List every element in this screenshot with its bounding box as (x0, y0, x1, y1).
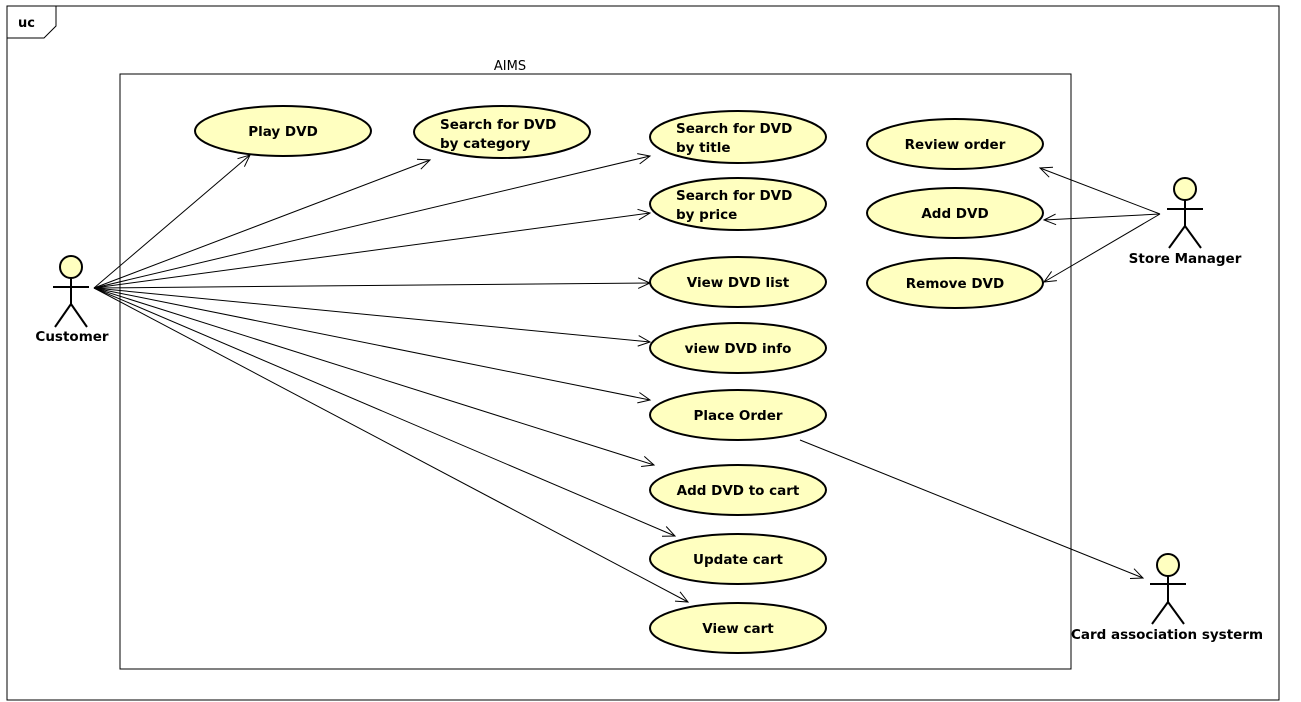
frame-tag-box (7, 6, 57, 39)
association-customer-to-search_category (93, 159, 431, 289)
actor-card-association-system[interactable]: Card association systerm (1071, 553, 1263, 643)
use-case-label: Place Order (693, 408, 782, 424)
arrowhead-icon (674, 591, 690, 603)
association-customer-to-search_price (93, 212, 651, 289)
actor-label: Store Manager (1129, 251, 1242, 267)
use-case-label-line1: Search for DVD (676, 121, 792, 137)
arrowhead-icon (1038, 166, 1054, 178)
arrowhead-icon (637, 208, 652, 221)
association-store_manager-to-add_dvd (1043, 213, 1161, 221)
use-case-search-by-category[interactable]: Search for DVD by category (413, 105, 591, 159)
actor-customer[interactable]: Customer (35, 255, 109, 345)
system-boundary (119, 73, 1072, 670)
association-store_manager-to-review_order (1039, 167, 1161, 215)
use-case-label: View DVD list (687, 275, 790, 291)
use-case-label: Play DVD (248, 124, 318, 140)
association-customer-to-place_order (93, 287, 651, 401)
use-case-search-by-price[interactable]: Search for DVD by price (649, 177, 827, 231)
use-case-label-line1: Search for DVD (676, 188, 792, 204)
arrowhead-icon (1042, 213, 1057, 226)
use-case-label-line2: by price (676, 207, 737, 223)
stick-figure-icon (53, 255, 89, 328)
arrowhead-icon (641, 456, 656, 467)
use-case-view-dvd-info[interactable]: view DVD info (649, 322, 827, 374)
use-case-update-cart[interactable]: Update cart (649, 533, 827, 585)
stick-figure-icon (1150, 553, 1186, 625)
use-case-label: View cart (702, 621, 774, 637)
use-case-view-cart[interactable]: View cart (649, 602, 827, 654)
use-case-label-line2: by title (676, 140, 730, 156)
association-customer-to-add_to_cart (93, 287, 655, 466)
use-case-label: Add DVD to cart (677, 483, 800, 499)
system-name: AIMS (494, 59, 526, 74)
actor-label: Customer (35, 329, 109, 345)
association-store_manager-to-remove_dvd (1043, 213, 1161, 283)
use-case-label: view DVD info (685, 341, 792, 357)
actor-store-manager[interactable]: Store Manager (1129, 177, 1242, 267)
use-case-label-line2: by category (440, 136, 530, 152)
stick-figure-icon (1167, 177, 1203, 249)
use-case-review-order[interactable]: Review order (866, 118, 1044, 170)
arrowhead-icon (1129, 568, 1145, 579)
use-case-add-dvd[interactable]: Add DVD (866, 187, 1044, 239)
association-place_order-to-card_system (799, 439, 1144, 579)
arrowhead-icon (416, 158, 432, 170)
arrowhead-icon (637, 392, 652, 404)
use-case-remove-dvd[interactable]: Remove DVD (866, 257, 1044, 309)
arrowhead-icon (1042, 271, 1057, 283)
association-customer-to-update_cart (93, 287, 676, 537)
association-customer-to-play_dvd (93, 154, 251, 289)
use-case-view-dvd-list[interactable]: View DVD list (649, 256, 827, 308)
use-case-label: Remove DVD (906, 276, 1004, 292)
use-case-label: Update cart (693, 552, 783, 568)
arrowhead-icon (637, 153, 652, 165)
use-case-play-dvd[interactable]: Play DVD (194, 105, 372, 157)
arrowhead-icon (637, 335, 652, 347)
association-customer-to-view_list (93, 282, 651, 289)
use-case-place-order[interactable]: Place Order (649, 389, 827, 441)
use-case-label: Review order (905, 137, 1006, 153)
association-customer-to-search_title (93, 155, 651, 289)
association-customer-to-view_cart (93, 287, 689, 603)
use-case-label-line1: Search for DVD (440, 117, 556, 133)
frame-tag: uc (18, 16, 35, 31)
use-case-search-by-title[interactable]: Search for DVD by title (649, 110, 827, 164)
arrowhead-icon (661, 526, 677, 537)
use-case-add-dvd-to-cart[interactable]: Add DVD to cart (649, 464, 827, 516)
use-case-label: Add DVD (921, 206, 988, 222)
actor-label: Card association systerm (1071, 627, 1263, 643)
diagram-frame (6, 5, 1280, 701)
associations (93, 153, 1161, 603)
association-customer-to-view_info (93, 287, 651, 343)
